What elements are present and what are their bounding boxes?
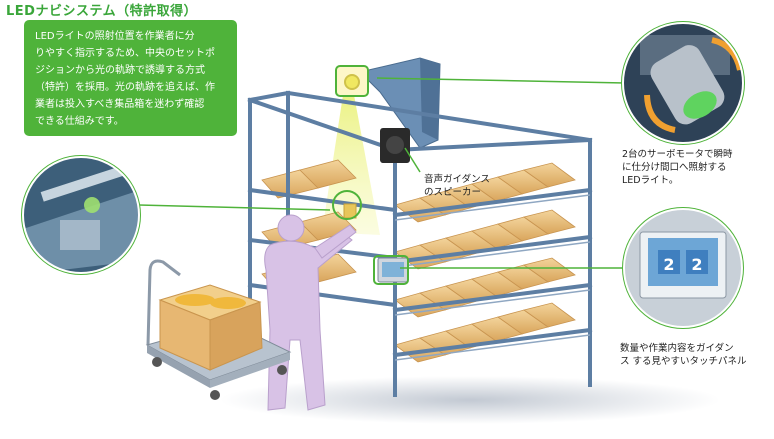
rack-touch-panel [377,257,409,283]
camera-inset [21,155,141,275]
servo-label: 2台のサーボモータで瞬時 に仕分け間口へ照射する LEDライト。 [622,149,733,186]
description-box: LEDライトの照射位置を作業者に分 りやすく指示するため、中央のセットポ ジショ… [24,20,237,136]
description-line: （特許）を採用。光の軌跡を追えば、作 [35,82,215,93]
description-line: LEDライトの照射位置を作業者に分 [35,31,195,42]
panel-number-right: 2 [691,255,702,274]
description-line: 業者は投入すべき集品箱を迷わず確認 [35,99,205,110]
worker-figure [264,214,357,411]
speaker [380,128,410,163]
description-line: できる仕組みです。 [35,116,124,127]
servo-inset [621,21,745,145]
page-title: LEDナビシステム（特許取得） [6,4,198,19]
touch-panel-label: 数量や作業内容をガイダン ス する見やすいタッチパネル [620,343,747,367]
description-line: りやすく指示するため、中央のセットポ [35,48,215,59]
callout-lines [138,77,626,269]
description-line: ジションから光の軌跡で誘導する方式 [35,65,205,76]
floor-shadow [220,376,720,424]
panel-number-left: 2 [663,255,674,274]
touch-panel-inset: 2 2 [622,207,744,329]
callout-markers [332,65,409,285]
cart [145,259,292,400]
speaker-label: 音声ガイダンス のスピーカー [424,174,490,198]
